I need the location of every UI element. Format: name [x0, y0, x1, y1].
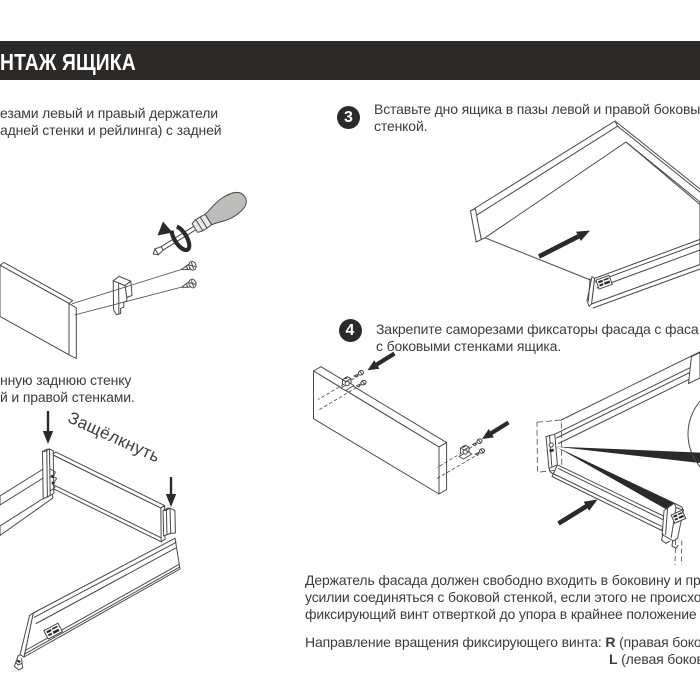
facade-panel [314, 367, 447, 494]
screw [473, 438, 483, 445]
step3-text: Вставьте дно ящика в пазы левой и правой… [374, 101, 700, 135]
step3-line1: Вставьте дно ящика в пазы левой и правой… [374, 100, 700, 117]
fixator [459, 445, 472, 459]
page-title: НТАЖ ЯЩИКА [0, 48, 136, 75]
step2-line2: й и правой стенками. [0, 388, 135, 405]
screwdriver [147, 187, 250, 263]
right-holder-post [163, 508, 175, 536]
alignment-dashes [318, 376, 480, 479]
attach-arrow-icon [557, 499, 598, 526]
rotation-arrow-icon [157, 221, 193, 253]
screw [180, 278, 197, 291]
label-sticker [671, 510, 686, 523]
press-arrow-left-icon [42, 411, 54, 444]
left-symbol: L [609, 650, 618, 667]
sight-wedges [555, 446, 700, 513]
label-sticker [596, 275, 612, 289]
notes-line1: Держатель фасада должен свободно входить… [305, 571, 700, 588]
step4-line2: с боковыми стенками ящика. [376, 337, 562, 354]
left-holder-post [43, 449, 57, 499]
step2-text: нную заднюю стенку й и правой стенками. [0, 372, 135, 406]
direction-line-left: L (левая боков [609, 651, 700, 668]
right-front-post [662, 503, 686, 548]
magnifier-circle [688, 384, 700, 485]
step4-number: 4 [345, 321, 355, 339]
left-text: (левая боков [617, 650, 700, 667]
notes-line2: усилии соединяться с боковой стенкой, ес… [305, 588, 700, 605]
drawer-box [471, 121, 700, 308]
facade-phantom-dashes [675, 540, 682, 565]
step4-number-badge: 4 [338, 318, 362, 342]
screw [354, 370, 364, 377]
direction-line-right: Направление вращения фиксирующего винта:… [305, 634, 700, 651]
step1-text: езами левый и правый держатели адней сте… [0, 104, 222, 139]
attach-arrow-bottom-icon [482, 420, 510, 439]
near-side-wall [14, 538, 180, 670]
screw [357, 380, 367, 387]
step3-number-badge: 3 [337, 105, 360, 129]
fixator [341, 377, 354, 391]
press-arrow-right-icon [165, 477, 177, 507]
drawing-facade-attach [525, 350, 700, 565]
notes-line3: фиксирующий винт отверткой до упора в кр… [305, 605, 697, 622]
step2-line1: нную заднюю стенку [0, 371, 132, 388]
drawing-back-wall-holder [0, 180, 260, 370]
step1-line2: адней стенки и рейлинга) с задней [0, 121, 222, 138]
step1-line1: езами левый и правый держатели [0, 104, 218, 121]
step4-line1: Закрепите саморезами фиксаторы фасада с … [376, 320, 699, 337]
holder-bracket [113, 276, 132, 314]
step4-text: Закрепите саморезами фиксаторы фасада с … [376, 320, 699, 355]
back-panel [52, 452, 165, 542]
drawing-back-assembly [0, 411, 210, 670]
construction-lines [72, 269, 182, 315]
insert-arrow-icon [538, 230, 590, 259]
attach-arrow-top-icon [367, 351, 396, 371]
label-sticker [44, 623, 63, 639]
right-text: (правая боко [615, 633, 700, 650]
drawing-facade-fixators [295, 351, 510, 505]
screw [475, 448, 485, 455]
step3-number: 3 [344, 108, 353, 126]
drawing-bottom-insert [390, 118, 700, 320]
far-side-wall [0, 469, 53, 536]
direction-label: Направление вращения фиксирующего винта: [305, 633, 606, 650]
screw [180, 261, 197, 274]
right-symbol: R [605, 633, 616, 650]
step3-line2: стенкой. [374, 117, 428, 134]
notes-paragraph: Держатель фасада должен свободно входить… [305, 572, 700, 623]
title-bar [0, 41, 700, 80]
drawer-box [546, 352, 700, 531]
back-wall-board [0, 262, 76, 358]
